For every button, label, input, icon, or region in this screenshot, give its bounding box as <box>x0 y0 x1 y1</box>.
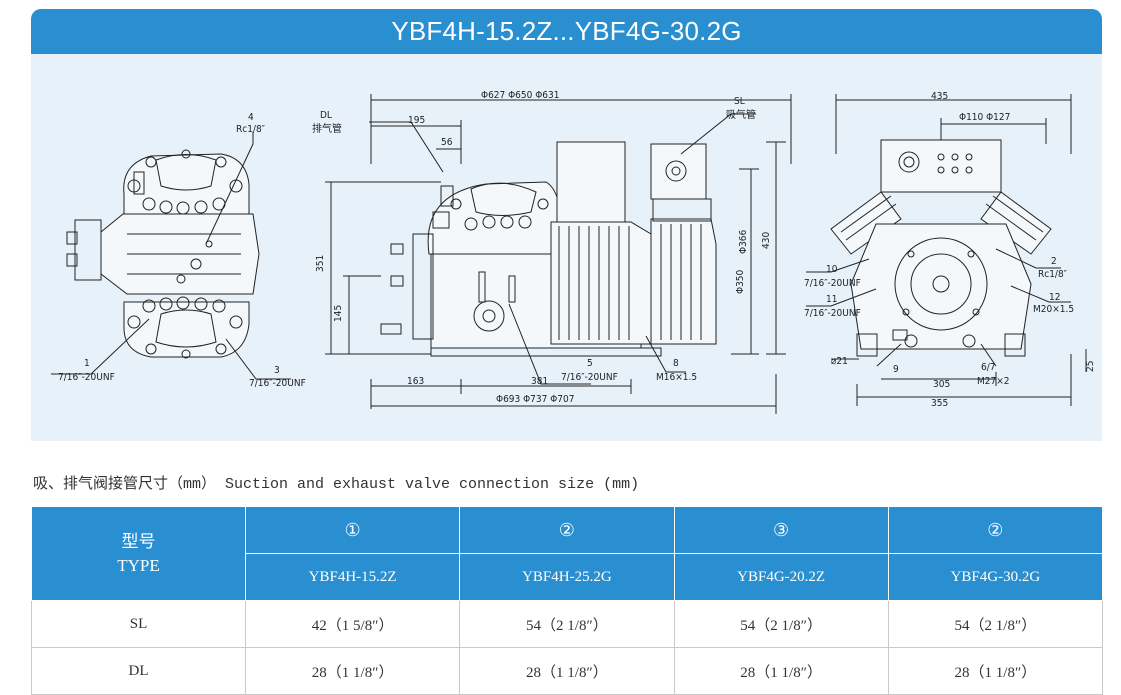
side-label-2-thread: Rc1/8″ <box>1038 269 1068 280</box>
type-header-cn: 型号 <box>121 531 156 551</box>
column-number: ① <box>244 506 461 554</box>
left-label-3: 3 <box>274 365 280 376</box>
column-number: ③ <box>673 506 889 554</box>
table-cell: 28（1 1/8″） <box>887 647 1104 695</box>
dim-351: 351 <box>315 255 326 272</box>
type-header-en: TYPE <box>117 555 160 575</box>
table-cell: 54（2 1/8″） <box>459 600 675 648</box>
dim-top-diameters: Φ627 Φ650 Φ631 <box>481 90 559 101</box>
side-label-m27: M27×2 <box>977 376 1009 387</box>
table-row-sl: SL 42（1 5/8″） 54（2 1/8″） 54（2 1/8″） 54（2… <box>31 600 1104 648</box>
table-caption: 吸、排气阀接管尺寸（mm） Suction and exhaust valve … <box>33 476 640 493</box>
table-cell: 28（1 1/8″） <box>244 647 461 695</box>
dim-163: 163 <box>407 376 424 387</box>
column-model: YBF4G-30.2G <box>887 553 1104 601</box>
left-label-1: 1 <box>84 358 90 369</box>
dim-350: Φ350 <box>735 269 746 294</box>
dim-355: 355 <box>931 398 948 409</box>
side-label-10-thread: 7/16″-20UNF <box>804 278 861 289</box>
technical-drawing: 4 Rc1/8″ 1 7/16″-20UNF 3 7/16″-20UNF DL … <box>31 54 1102 441</box>
front-view <box>325 94 792 414</box>
dim-145: 145 <box>333 305 344 322</box>
dim-56: 56 <box>441 137 453 148</box>
dim-195: 195 <box>408 115 425 126</box>
column-model: YBF4G-20.2Z <box>673 553 889 601</box>
front-label-5-thread: 7/16″-20UNF <box>561 372 618 383</box>
table-cell: 28（1 1/8″） <box>459 647 675 695</box>
front-label-5: 5 <box>587 358 593 369</box>
column-model: YBF4H-25.2G <box>459 553 675 601</box>
side-label-10: 10 <box>826 264 838 275</box>
side-label-11-thread: 7/16″-20UNF <box>804 308 861 319</box>
drawing-svg: 4 Rc1/8″ 1 7/16″-20UNF 3 7/16″-20UNF DL … <box>51 90 1096 414</box>
side-label-12: 12 <box>1049 292 1060 303</box>
dim-25: 25 <box>1085 361 1096 372</box>
dim-21: ⌀21 <box>831 356 848 367</box>
column-number: ② <box>887 506 1104 554</box>
side-label-12-thread: M20×1.5 <box>1033 304 1074 315</box>
page-title: YBF4H-15.2Z...YBF4G-30.2G <box>31 9 1102 54</box>
sl-label: SL <box>734 96 745 107</box>
side-label-11: 11 <box>826 294 837 305</box>
dim-435: 435 <box>931 91 948 102</box>
left-label-3-thread: 7/16″-20UNF <box>249 378 306 389</box>
side-label-2: 2 <box>1051 256 1057 267</box>
dim-305: 305 <box>933 379 950 390</box>
type-header: 型号 TYPE <box>31 506 246 601</box>
side-view <box>806 94 1087 406</box>
left-view <box>51 132 291 380</box>
sl-cn-label: 吸气管 <box>726 108 756 121</box>
table-cell: 54（2 1/8″） <box>673 600 889 648</box>
dim-366: Φ366 <box>738 229 749 254</box>
dim-110-127: Φ110 Φ127 <box>959 112 1010 123</box>
front-label-8-thread: M16×1.5 <box>656 372 697 383</box>
table-cell: 54（2 1/8″） <box>887 600 1104 648</box>
left-label-4: 4 <box>248 112 254 123</box>
side-label-9: 9 <box>893 364 899 375</box>
dim-430: 430 <box>761 232 772 249</box>
column-number: ② <box>459 506 675 554</box>
column-model: YBF4H-15.2Z <box>244 553 461 601</box>
table-cell: 28（1 1/8″） <box>673 647 889 695</box>
dl-cn-label: 排气管 <box>312 122 342 135</box>
front-label-8: 8 <box>673 358 679 369</box>
table-cell: 42（1 5/8″） <box>244 600 461 648</box>
side-label-6-7: 6/7 <box>981 362 995 373</box>
row-label: DL <box>31 647 246 695</box>
left-label-4-thread: Rc1/8″ <box>236 124 266 135</box>
table-row-dl: DL 28（1 1/8″） 28（1 1/8″） 28（1 1/8″） 28（1… <box>31 647 1104 695</box>
dim-381: 381 <box>531 376 548 387</box>
dim-bottom-diameters: Φ693 Φ737 Φ707 <box>496 394 574 405</box>
row-label: SL <box>31 600 246 648</box>
dl-label: DL <box>320 110 332 121</box>
connection-size-table: 型号 TYPE ① ② ③ ② YBF4H-15.2Z YBF4H-25.2G … <box>31 506 1104 695</box>
left-label-1-thread: 7/16″-20UNF <box>58 372 115 383</box>
